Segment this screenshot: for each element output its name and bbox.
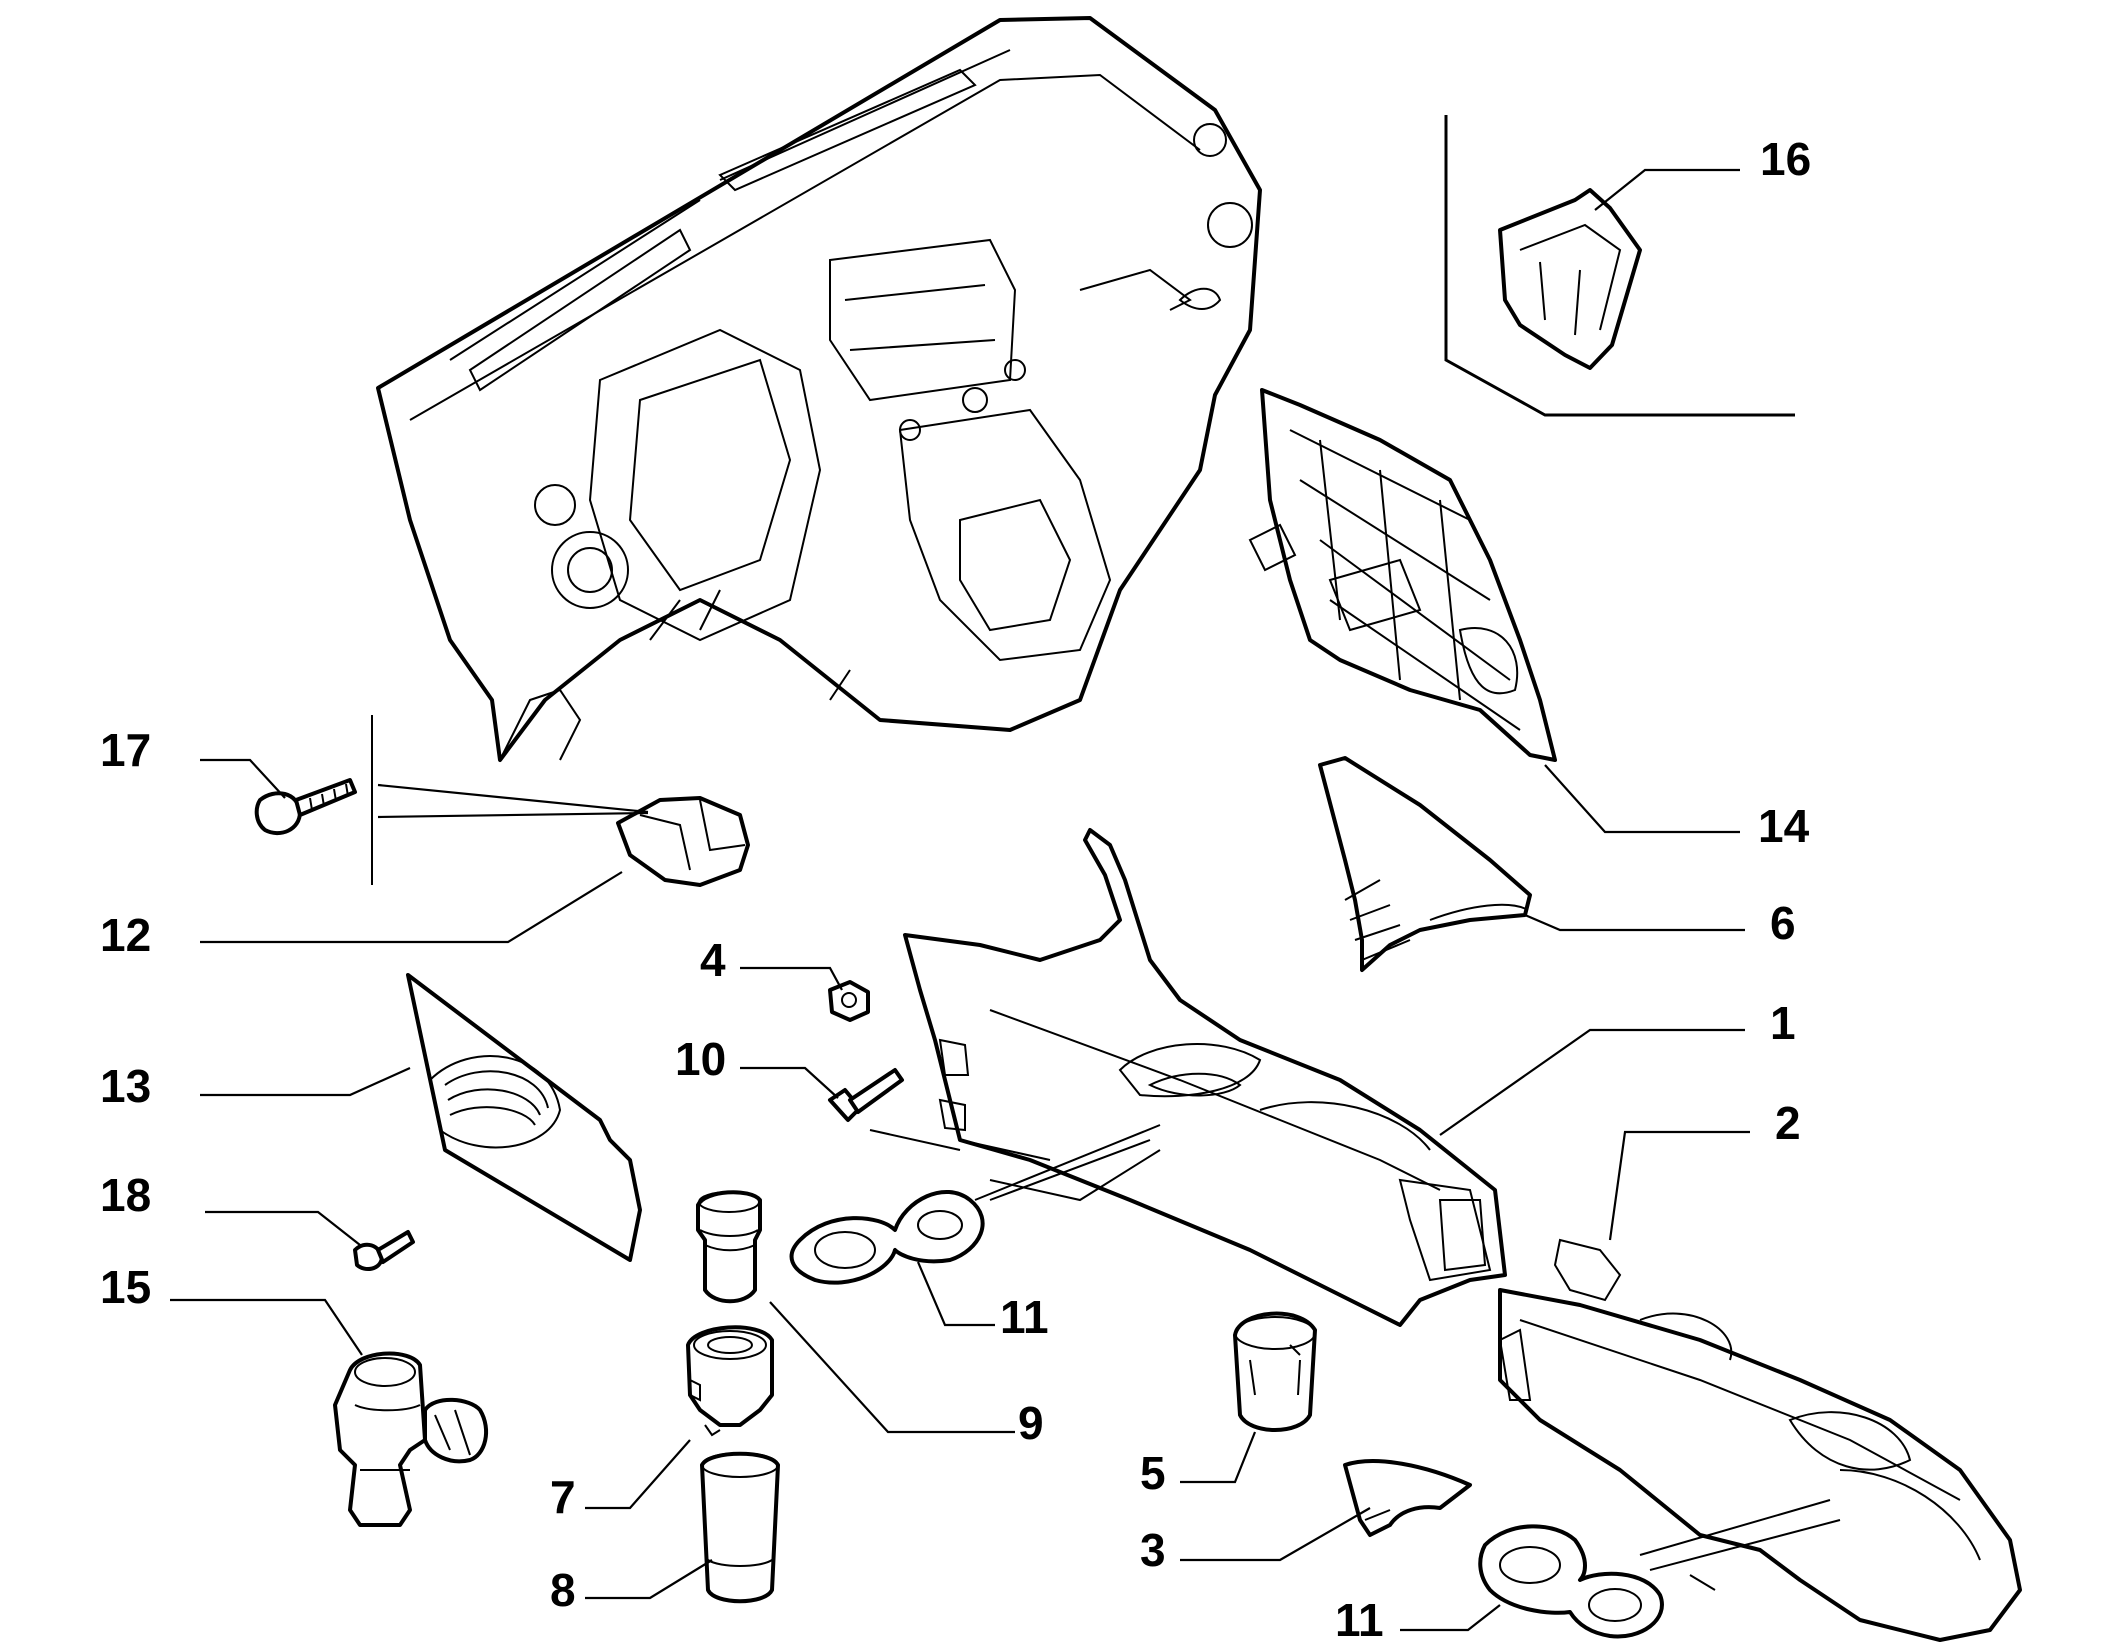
part-14-trim-panel [1248,388,1557,762]
part-4-nut [828,980,870,1022]
part-12-bracket [616,796,750,887]
callout-13: 13 [100,1060,152,1112]
part-2-rear-console [1498,1238,2022,1642]
part-10-bolt [828,1068,904,1122]
callout-3: 3 [1140,1524,1166,1576]
callout-7: 7 [550,1471,576,1523]
callout-5: 5 [1140,1447,1166,1499]
part-7-socket [686,1325,774,1437]
callout-1: 1 [1770,997,1796,1049]
projection-lines [869,1124,1841,1591]
callout-9: 9 [1018,1397,1044,1449]
callout-11-upper: 11 [1000,1291,1049,1343]
part-16-bracket [1444,115,1795,417]
callout-11-lower: 11 [1335,1594,1384,1646]
part-1-center-console [903,828,1507,1327]
part-18-screw [353,1230,415,1272]
callout-14: 14 [1758,800,1810,852]
callout-12: 12 [100,909,152,961]
callout-10: 10 [675,1033,727,1085]
part-17-screw [254,715,373,885]
part-9-plug [696,1190,762,1304]
callout-8: 8 [550,1564,576,1616]
part-3-cover [1343,1459,1472,1537]
callout-18: 18 [100,1169,152,1221]
part-13-panel [406,973,642,1262]
callout-17: 17 [100,724,152,776]
leader-lines [170,168,1750,1632]
part-8-sleeve [700,1451,780,1604]
callout-15: 15 [100,1261,152,1313]
part-11-gasket-upper [789,1189,985,1285]
part-15-switch [333,1351,489,1527]
callout-4: 4 [700,934,726,986]
callout-16: 16 [1760,133,1812,185]
dashboard-assembly [376,16,1262,762]
part-6-boot [1318,756,1532,972]
callout-6: 6 [1770,897,1796,949]
part-11-gasket-lower [1478,1524,1664,1639]
callout-2: 2 [1775,1097,1801,1149]
part-5-cup [1233,1311,1317,1432]
